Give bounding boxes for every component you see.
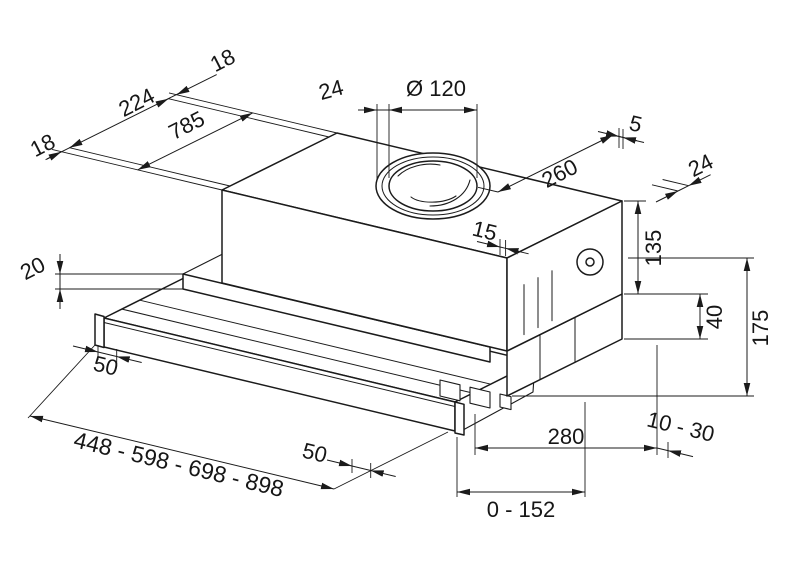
dim-line-50-bottom-b (370, 470, 396, 477)
visor-left-cap (94, 313, 105, 349)
arrow-chain-back (176, 85, 190, 96)
visor-right-cap (454, 401, 465, 436)
switch-lamp (499, 393, 512, 411)
dim-label-0-152: 0 - 152 (487, 497, 556, 522)
dim-label-5: 5 (627, 110, 645, 137)
dim-label-diameter: Ø 120 (406, 76, 466, 101)
drawer-seam-lines (121, 299, 492, 394)
dim-label-280: 280 (548, 424, 585, 449)
dimension-chain-lines (45, 74, 689, 471)
dim-label-50-left: 50 (91, 351, 121, 381)
dim-line-260 (497, 134, 614, 193)
dim-line-15-a (476, 240, 501, 248)
switch-slider-1 (439, 379, 461, 402)
dim-label-width-options: 448 - 598 - 698 - 898 (71, 427, 286, 502)
dimensions (27, 74, 754, 497)
dim-label-18-back: 18 (206, 44, 239, 77)
dim-line-width-options (29, 415, 335, 490)
arrow-chain-a1 (69, 138, 83, 149)
duct-outlet (375, 152, 491, 220)
dim-line-5-left (597, 130, 620, 137)
switch-slider-2 (469, 386, 491, 409)
dim-label-50-bottom: 50 (300, 438, 330, 468)
dim-line-24-right-b (688, 174, 711, 187)
dim-label-18-front: 18 (26, 129, 59, 162)
dim-label-24-right: 24 (684, 149, 717, 182)
housing-right-seams (539, 316, 576, 381)
dim-label-15: 15 (470, 216, 500, 246)
motor-shaft-inner (585, 257, 595, 267)
dim-line-785 (137, 112, 253, 171)
control-switches (439, 379, 512, 411)
arrow-chain-b1 (155, 98, 169, 108)
arrow-chain-front (46, 151, 62, 161)
louver-slats (523, 270, 553, 336)
visor-top-edge-line (103, 322, 456, 407)
dim-line-50-left-b (116, 356, 142, 363)
dim-line-50-bottom-a (326, 459, 353, 467)
dim-line-24-right-a (655, 190, 679, 203)
duct-hole (388, 160, 478, 212)
dim-label-10-30: 10 - 30 (645, 407, 717, 447)
dim-label-40: 40 (702, 305, 727, 329)
dim-line-5-right (622, 137, 645, 144)
dim-line-15-b (505, 247, 529, 255)
dim-label-785: 785 (165, 106, 209, 145)
body-right-face (506, 200, 623, 352)
dim-label-175: 175 (748, 310, 773, 347)
dim-label-20: 20 (16, 252, 49, 285)
dim-label-224: 224 (115, 83, 159, 122)
dim-label-24-duct: 24 (316, 75, 346, 105)
hood-drawing (94, 132, 623, 436)
dim-label-135: 135 (641, 230, 666, 267)
visor-panel (94, 313, 465, 436)
dim-line-50-left-a (72, 345, 99, 353)
fan-blades (397, 163, 471, 207)
dim-line-10-30 (667, 450, 694, 458)
duct-flange-mid (381, 156, 485, 216)
